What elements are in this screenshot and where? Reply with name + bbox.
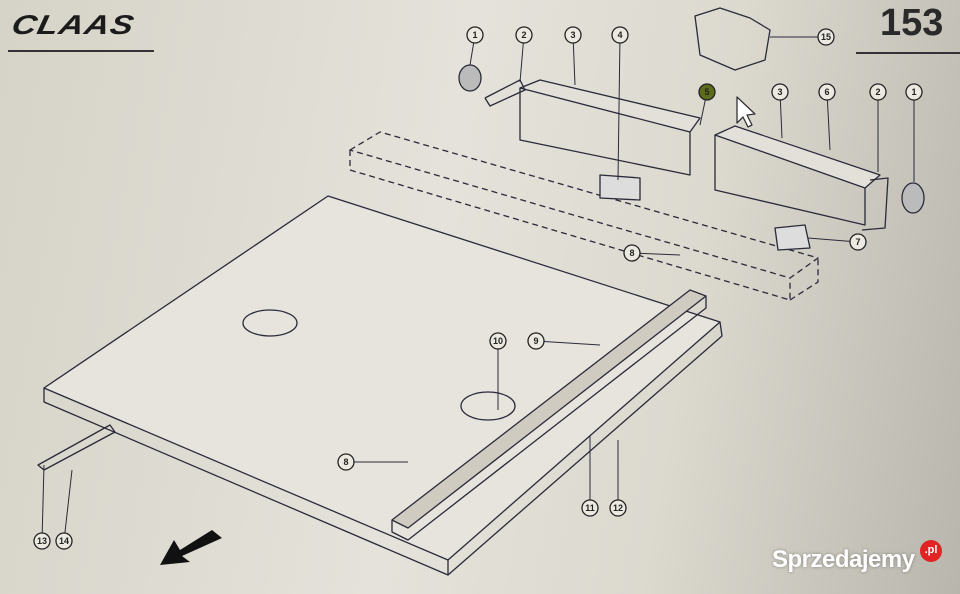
page-number: 153 bbox=[880, 2, 944, 44]
cover-part-3 bbox=[519, 79, 701, 133]
callout-label: 4 bbox=[617, 30, 622, 40]
callout-label: 6 bbox=[824, 87, 829, 97]
callout-10: 10 bbox=[489, 332, 507, 350]
part-15 bbox=[694, 7, 771, 71]
direction-arrow bbox=[160, 530, 222, 565]
watermark-text: Sprzedajemy bbox=[772, 546, 915, 573]
callout-2: 2 bbox=[515, 26, 533, 44]
mouse-cursor-icon bbox=[736, 96, 756, 128]
callout-label: 7 bbox=[855, 237, 860, 247]
callout-label: 2 bbox=[875, 87, 880, 97]
callout-4: 4 bbox=[611, 26, 629, 44]
cover-part-3-right bbox=[714, 125, 881, 189]
callout-label: 1 bbox=[472, 30, 477, 40]
callout-3: 3 bbox=[564, 26, 582, 44]
callout-2: 2 bbox=[869, 83, 887, 101]
callout-label: 8 bbox=[629, 248, 634, 258]
leader-line bbox=[826, 91, 831, 151]
callout-14: 14 bbox=[55, 532, 73, 550]
callout-5: 5 bbox=[698, 83, 716, 101]
leader-line bbox=[63, 469, 73, 542]
callout-1: 1 bbox=[905, 83, 923, 101]
callout-label: 12 bbox=[613, 503, 623, 513]
callout-label: 5 bbox=[704, 87, 709, 97]
callout-15: 15 bbox=[817, 28, 835, 46]
callout-label: 2 bbox=[521, 30, 526, 40]
callout-1: 1 bbox=[466, 26, 484, 44]
leader-line bbox=[41, 464, 45, 542]
leader-line bbox=[617, 34, 621, 181]
callout-3: 3 bbox=[771, 83, 789, 101]
page-number-divider bbox=[856, 52, 960, 54]
callout-label: 13 bbox=[37, 536, 47, 546]
callout-13: 13 bbox=[33, 532, 51, 550]
callout-11: 11 bbox=[581, 499, 599, 517]
callout-label: 1 bbox=[911, 87, 916, 97]
callout-9: 9 bbox=[527, 332, 545, 350]
callout-label: 3 bbox=[777, 87, 782, 97]
watermark-badge: .pl bbox=[920, 540, 942, 562]
callout-7: 7 bbox=[849, 233, 867, 251]
callout-6: 6 bbox=[818, 83, 836, 101]
callout-label: 14 bbox=[59, 536, 69, 546]
callout-label: 9 bbox=[533, 336, 538, 346]
callout-label: 15 bbox=[821, 32, 831, 42]
callout-12: 12 bbox=[609, 499, 627, 517]
callout-8: 8 bbox=[623, 244, 641, 262]
leader-line bbox=[535, 340, 601, 346]
header-divider bbox=[8, 50, 154, 52]
callout-8: 8 bbox=[337, 453, 355, 471]
callout-label: 10 bbox=[493, 336, 503, 346]
beam-outline bbox=[349, 131, 819, 301]
callout-label: 3 bbox=[570, 30, 575, 40]
callout-label: 8 bbox=[343, 457, 348, 467]
callout-label: 11 bbox=[585, 503, 595, 513]
